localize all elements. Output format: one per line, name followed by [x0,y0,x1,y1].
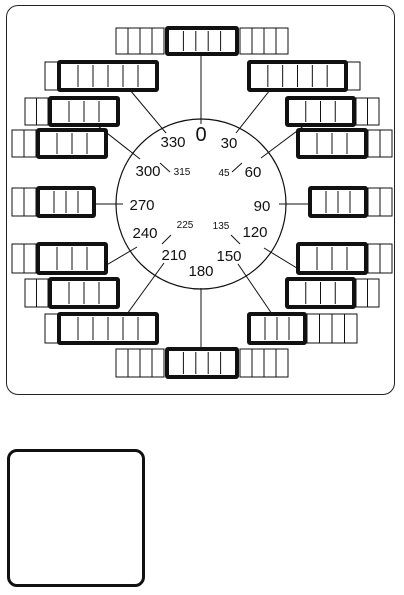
thin-slot-frame [44,313,59,344]
leader-line [129,89,167,134]
leader-lines [92,54,310,349]
label-90: 90 [254,198,271,215]
label-45: 45 [218,168,230,179]
label-0: 0 [195,124,206,146]
label-315: 315 [174,167,191,178]
label-210: 210 [161,247,186,264]
label-180: 180 [188,263,213,280]
dial-ticks [159,162,243,245]
label-270: 270 [129,197,154,214]
leader-line [237,263,273,315]
label-60: 60 [245,164,262,181]
minor-tick [159,162,171,173]
contact-slot-bold [165,347,239,379]
contact-slots [11,26,393,379]
leader-line [235,89,271,134]
blank-label-plate [7,449,145,587]
dial-circle [115,118,287,290]
switch-faceplate [6,5,395,395]
thin-slot-frame [44,61,59,91]
label-330: 330 [160,134,185,151]
label-300: 300 [135,163,160,180]
thin-slot-frame [346,61,361,91]
label-120: 120 [242,224,267,241]
minor-tick [230,234,241,245]
leader-line [126,262,165,315]
minor-tick [161,234,172,245]
label-240: 240 [132,225,157,242]
label-30: 30 [221,135,238,152]
minor-tick [231,162,243,173]
label-150: 150 [216,248,241,265]
label-225: 225 [177,220,194,231]
label-135: 135 [213,221,230,232]
contact-slot-bold [165,26,239,56]
